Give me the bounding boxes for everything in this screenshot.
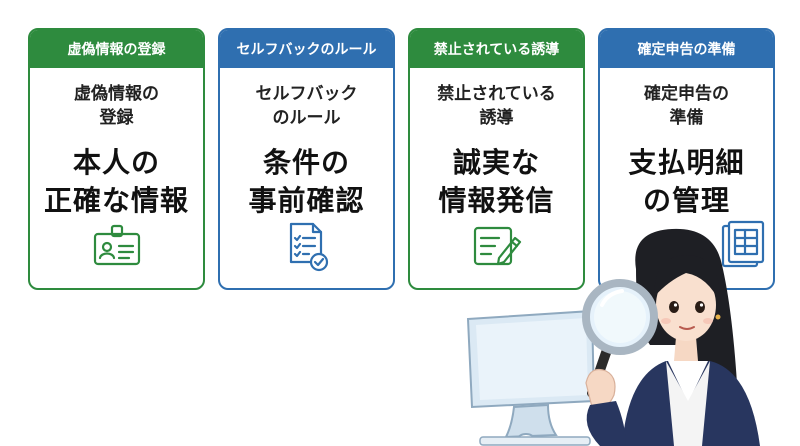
card-header: 禁止されている誘導 — [410, 30, 583, 68]
eyes — [669, 301, 705, 313]
card-header: セルフバックのルール — [220, 30, 393, 68]
card-subtitle: 禁止されている 誘導 — [437, 84, 556, 128]
card-header: 虚偽情報の登録 — [30, 30, 203, 68]
card-subtitle: セルフバック のルール — [255, 84, 358, 128]
card-header: 確定申告の準備 — [600, 30, 773, 68]
pen-writing-icon — [473, 226, 521, 266]
card-prohibited-inducement: 禁止されている誘導 禁止されている 誘導 誠実な 情報発信 — [408, 28, 585, 290]
card-main-text: 本人の 正確な情報 — [43, 146, 189, 217]
checklist-document-icon — [289, 222, 328, 272]
card-main-text: 誠実な 情報発信 — [438, 146, 555, 217]
card-subtitle: 確定申告の 準備 — [644, 84, 729, 128]
card-main-text: 支払明細 の管理 — [628, 146, 745, 217]
card-main-text: 条件の 事前確認 — [248, 146, 365, 217]
woman-with-magnifying-glass-illustration — [466, 228, 760, 446]
ledger-document-icon — [721, 220, 765, 268]
card-self-back-rules: セルフバックのルール セルフバック のルール 条件の 事前確認 — [218, 28, 395, 290]
card-false-info: 虚偽情報の登録 虚偽情報の 登録 本人の 正確な情報 — [28, 28, 205, 290]
id-card-icon — [93, 224, 140, 266]
face — [656, 269, 716, 341]
jacket — [622, 361, 760, 446]
card-tax-return-prep: 確定申告の準備 確定申告の 準備 支払明細 の管理 — [598, 28, 775, 290]
computer-monitor — [466, 309, 596, 446]
card-subtitle: 虚偽情報の 登録 — [74, 84, 159, 128]
